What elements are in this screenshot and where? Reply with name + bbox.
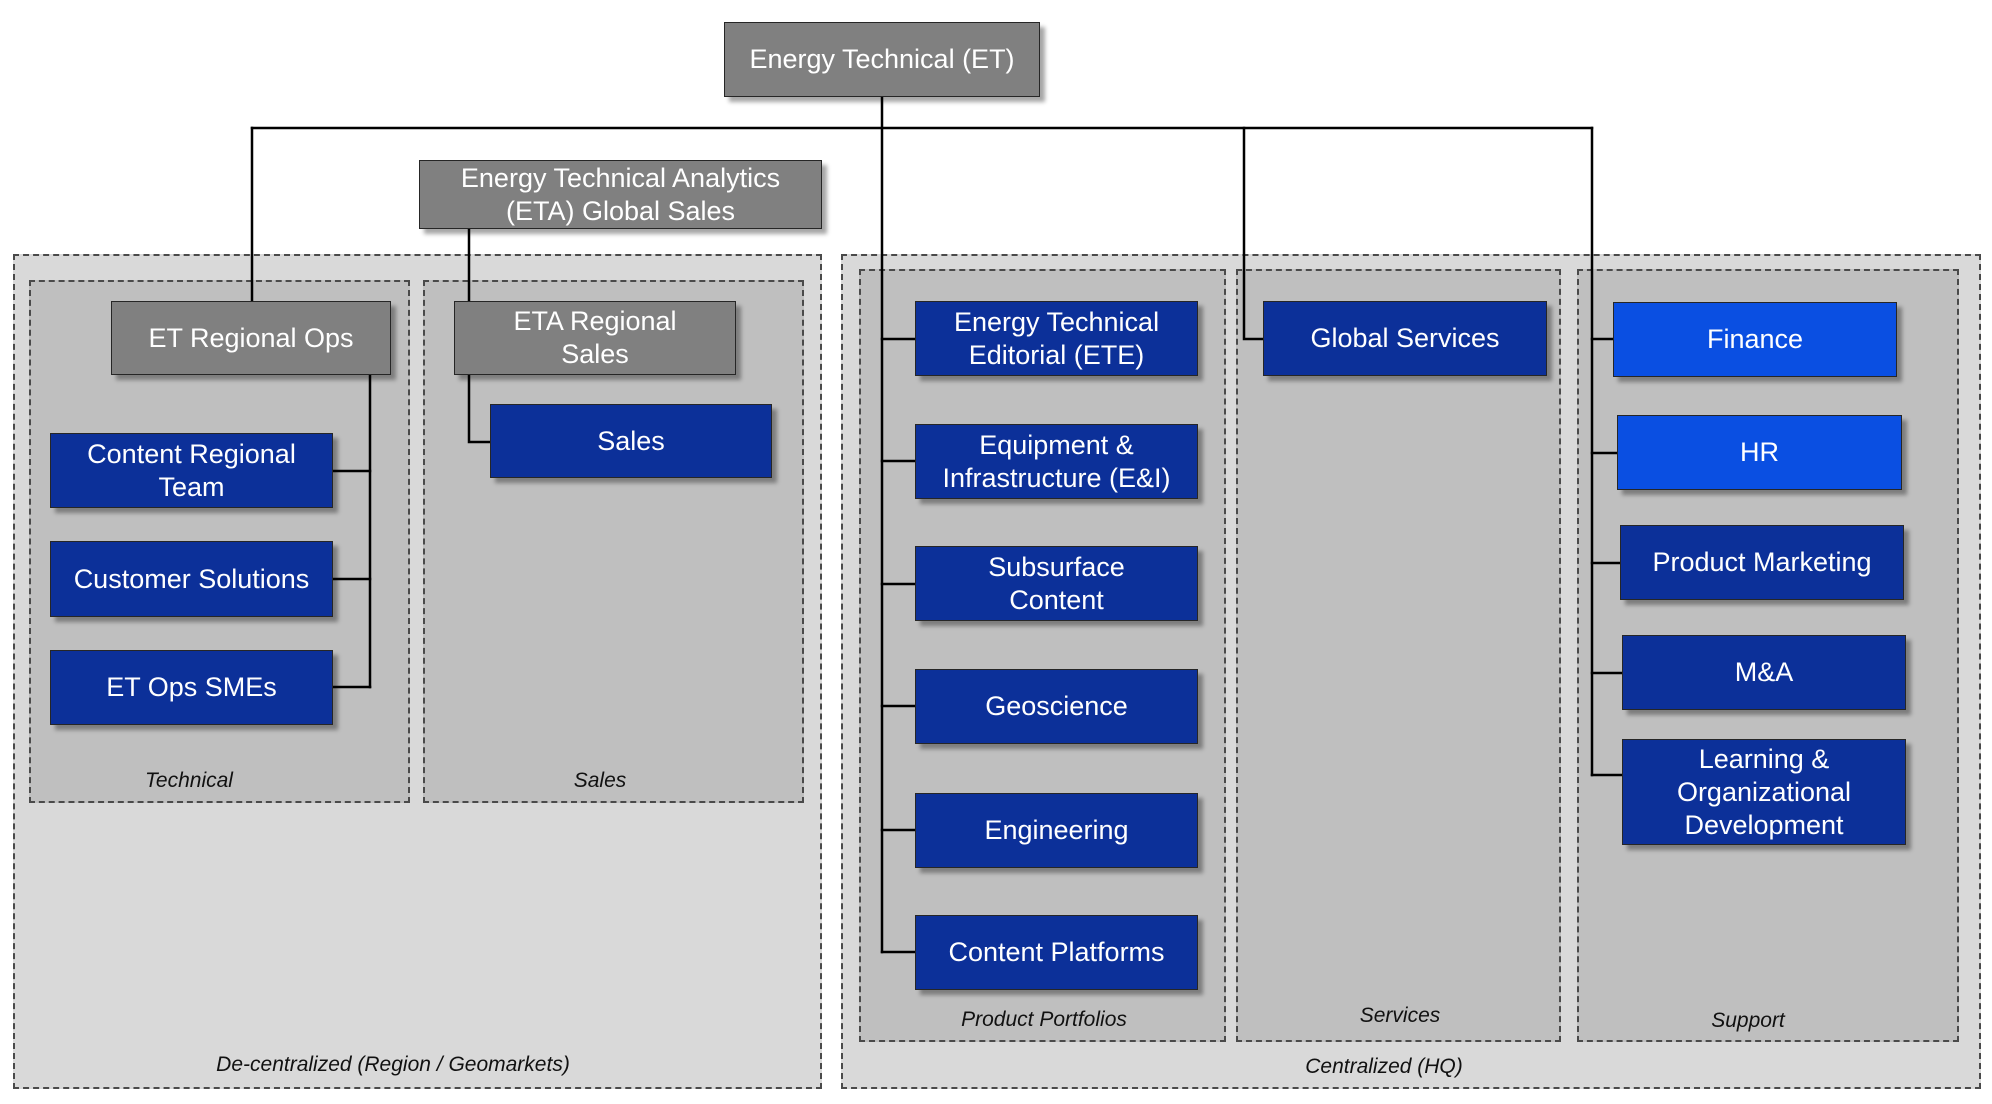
customer-solutions-node: Customer Solutions [50,541,333,617]
root-node-label: Energy Technical (ET) [749,44,1015,74]
m-and-a-node: M&A [1622,635,1906,710]
et-regional-ops-node: ET Regional Ops [111,301,391,375]
subsurface-content-label: Subsurface Content [988,551,1125,615]
customer-solutions-label: Customer Solutions [73,563,310,594]
sales-label: Sales [597,425,665,456]
finance-node: Finance [1613,302,1897,377]
root-node: Energy Technical (ET) [724,22,1040,97]
sales-caption: Sales [573,769,627,792]
hr-node: HR [1617,415,1902,490]
engineering-label: Engineering [984,815,1129,845]
ete-node: Energy Technical Editorial (ETE) [915,301,1198,376]
decentralized-caption: De-centralized (Region / Geomarkets) [216,1053,570,1076]
ete-label: Energy Technical Editorial (ETE) [953,306,1160,370]
centralized-caption: Centralized (HQ) [1305,1055,1463,1078]
global-services-label: Global Services [1310,323,1500,353]
eta-global-sales-label: Energy Technical Analytics (ETA) Global … [460,162,781,226]
geoscience-label: Geoscience [985,691,1128,721]
learning-development-label: Learning & Organizational Development [1676,743,1852,840]
content-platforms-label: Content Platforms [948,937,1165,967]
sales-node: Sales [490,404,772,478]
product-portfolios-area [859,269,1226,1042]
eta-regional-sales-label: ETA Regional Sales [513,306,677,369]
product-marketing-label: Product Marketing [1652,547,1872,577]
global-services-node: Global Services [1263,301,1547,376]
services-caption: Services [1359,1004,1441,1027]
services-area [1236,269,1561,1042]
eta-regional-sales-node: ETA Regional Sales [454,301,736,375]
equipment-infrastructure-node: Equipment & Infrastructure (E&I) [915,424,1198,499]
product-marketing-node: Product Marketing [1620,525,1904,600]
m-and-a-label: M&A [1734,657,1794,687]
content-regional-team-label: Content Regional Team [87,438,296,502]
et-ops-smes-node: ET Ops SMEs [50,650,333,725]
et-regional-ops-label: ET Regional Ops [148,322,354,353]
learning-development-node: Learning & Organizational Development [1622,739,1906,845]
finance-label: Finance [1706,324,1804,354]
equipment-infrastructure-label: Equipment & Infrastructure (E&I) [942,429,1171,493]
eta-global-sales-node: Energy Technical Analytics (ETA) Global … [419,160,822,229]
hr-label: HR [1740,437,1779,467]
et-ops-smes-label: ET Ops SMEs [106,672,277,702]
content-platforms-node: Content Platforms [915,915,1198,990]
product-portfolios-caption: Product Portfolios [961,1008,1127,1031]
support-caption: Support [1711,1009,1785,1032]
geoscience-node: Geoscience [915,669,1198,744]
subsurface-content-node: Subsurface Content [915,546,1198,621]
engineering-node: Engineering [915,793,1198,868]
technical-caption: Technical [145,769,233,792]
content-regional-team-node: Content Regional Team [50,433,333,508]
